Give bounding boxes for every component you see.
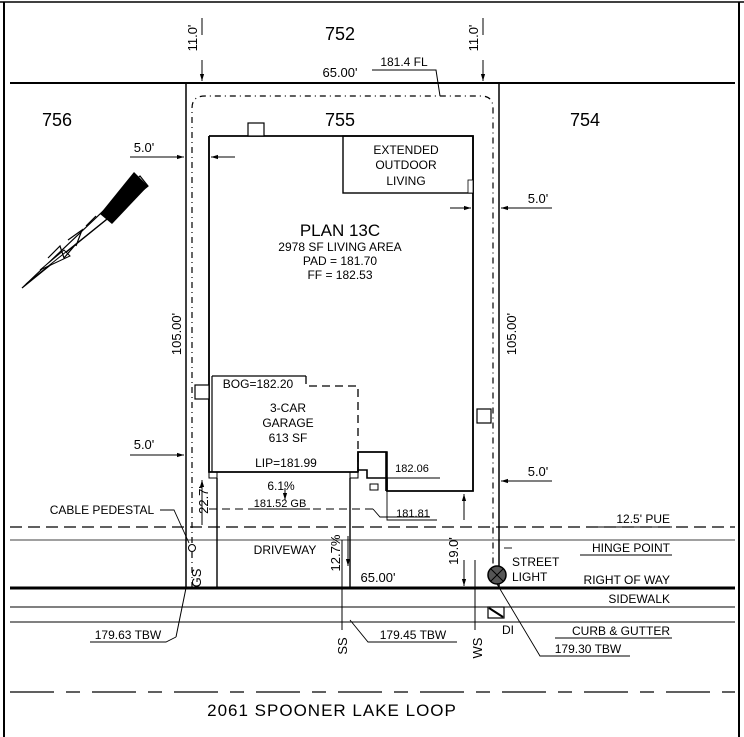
ac-unit-left — [194, 384, 210, 400]
plan-name: PLAN 13C — [300, 221, 380, 240]
pue-label: 12.5' PUE — [616, 512, 670, 526]
plan-living-area: 2978 SF LIVING AREA — [278, 240, 401, 254]
plan-pad: PAD = 181.70 — [303, 254, 377, 268]
tbw-mid-label: 179.45 TBW — [380, 628, 447, 642]
fl-elevation-label: 181.4 FL — [380, 55, 428, 69]
garage-bog: BOG=182.20 — [223, 377, 294, 391]
elev-181-52: 181.52 GB — [254, 498, 307, 510]
ac-unit-right — [476, 408, 492, 424]
front-setback-right-label: 11.0' — [466, 25, 481, 52]
sidewalk-label: SIDEWALK — [608, 592, 670, 606]
lot-755-label: 755 — [325, 110, 355, 130]
driveway-slope-label: 12.7% — [328, 534, 343, 571]
lot-754-label: 754 — [570, 110, 600, 130]
plan-ff: FF = 182.53 — [307, 268, 372, 282]
side-setback-right-upper-label: 5.0' — [528, 191, 549, 206]
lot-width-top-label: 65.00' — [322, 65, 357, 80]
ws-label: WS — [470, 637, 485, 658]
elev-181-81: 181.81 — [396, 508, 430, 520]
lot-depth-right-label: 105.00' — [504, 313, 519, 355]
street-light-label-1: STREET — [512, 555, 560, 569]
lot-756-label: 756 — [42, 110, 72, 130]
cable-pedestal-icon — [188, 544, 196, 552]
garage-line1: 3-CAR — [270, 401, 306, 415]
cable-pedestal-label: CABLE PEDESTAL — [50, 503, 155, 517]
outdoor-line3: LIVING — [386, 174, 425, 188]
side-setback-left-upper-label: 5.0' — [134, 140, 155, 155]
garage-lip: LIP=181.99 — [255, 456, 317, 470]
driveway-length-label: 22.7' — [196, 486, 211, 514]
garage-outline — [305, 376, 359, 472]
chimney-bump — [247, 122, 265, 137]
driveway-label: DRIVEWAY — [254, 543, 317, 557]
right-of-way-label: RIGHT OF WAY — [584, 573, 670, 587]
building-footprint — [208, 135, 474, 492]
fl-leader — [372, 69, 441, 97]
side-setback-left-lower-label: 5.0' — [134, 437, 155, 452]
rear-setback-label: 19.0' — [446, 537, 461, 565]
elev-182-06: 182.06 — [395, 463, 429, 475]
tbw-left-label: 179.63 TBW — [95, 628, 162, 642]
front-setback-left-label: 11.0' — [185, 25, 200, 52]
hinge-point-label: HINGE POINT — [592, 541, 671, 555]
street-name: 2061 SPOONER LAKE LOOP — [207, 701, 457, 720]
lot-width-bottom-label: 65.00' — [360, 570, 395, 585]
curb-gutter-label: CURB & GUTTER — [572, 624, 670, 638]
street-light-label-2: LIGHT — [512, 570, 548, 584]
lot-depth-left-label: 105.00' — [169, 313, 184, 355]
outdoor-line1: EXTENDED — [373, 143, 439, 157]
pad-slope-label: 6.1% — [267, 479, 295, 493]
tbw-right-label: 179.30 TBW — [555, 642, 622, 656]
ss-label: SS — [335, 637, 350, 655]
di-label: DI — [502, 623, 514, 637]
gs-label: GS — [189, 568, 204, 587]
north-arrow-icon — [21, 172, 149, 289]
lot-752-label: 752 — [325, 24, 355, 44]
garage-line2: GARAGE — [262, 416, 313, 430]
outdoor-living-area — [342, 135, 474, 194]
side-setback-right-lower-label: 5.0' — [528, 464, 549, 479]
garage-line3: 613 SF — [269, 431, 308, 445]
outdoor-line2: OUTDOOR — [375, 158, 437, 172]
setback-line — [191, 95, 494, 588]
